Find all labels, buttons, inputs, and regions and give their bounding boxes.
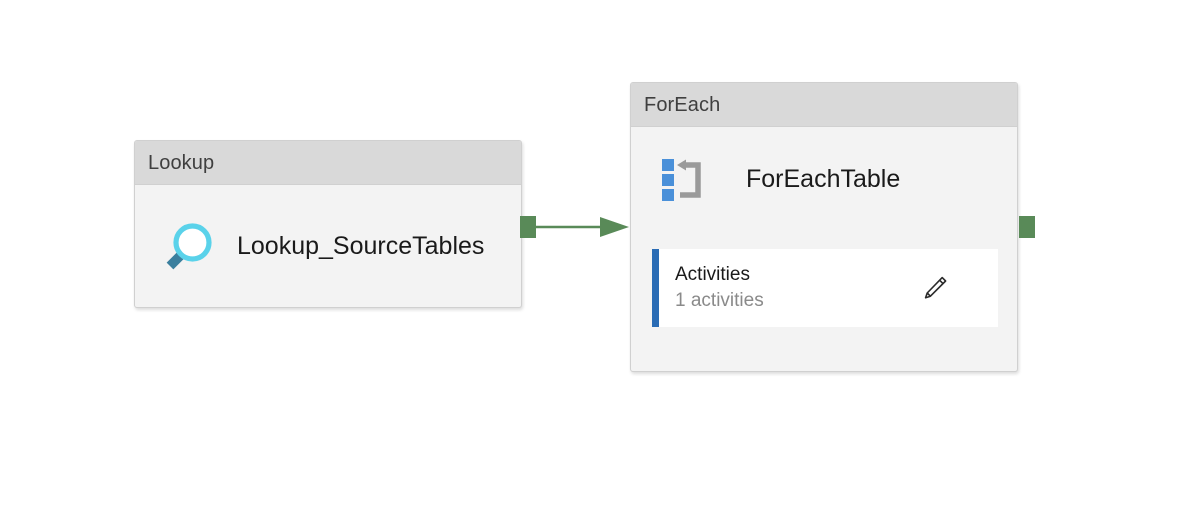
activity-name-lookup: Lookup_SourceTables bbox=[237, 232, 485, 260]
activities-panel[interactable]: Activities 1 activities bbox=[652, 249, 998, 327]
activity-type-label-foreach: ForEach bbox=[644, 93, 721, 116]
output-port-lookup[interactable] bbox=[520, 216, 536, 238]
activity-body-lookup: Lookup_SourceTables bbox=[135, 185, 521, 308]
activity-header-foreach: ForEach bbox=[631, 83, 1017, 127]
magnifier-icon bbox=[159, 218, 217, 276]
activity-type-label-lookup: Lookup bbox=[148, 151, 215, 174]
activity-name-foreach: ForEachTable bbox=[746, 165, 901, 193]
activity-header-lookup: Lookup bbox=[135, 141, 521, 185]
connector-lookup-to-foreach[interactable] bbox=[530, 210, 634, 244]
activities-accent-bar bbox=[652, 249, 659, 327]
foreach-loop-icon bbox=[661, 156, 709, 204]
output-port-foreach[interactable] bbox=[1019, 216, 1035, 238]
activities-count: 1 activities bbox=[675, 290, 764, 311]
activity-card-foreach[interactable]: ForEach ForEachTable Activities 1 activi… bbox=[630, 82, 1018, 372]
pencil-icon[interactable] bbox=[920, 273, 998, 303]
activity-card-lookup[interactable]: Lookup Lookup_SourceTables bbox=[134, 140, 522, 308]
activity-body-foreach: ForEachTable bbox=[631, 127, 1017, 232]
activities-title: Activities bbox=[675, 264, 750, 286]
activities-text-group: Activities 1 activities bbox=[659, 263, 920, 313]
